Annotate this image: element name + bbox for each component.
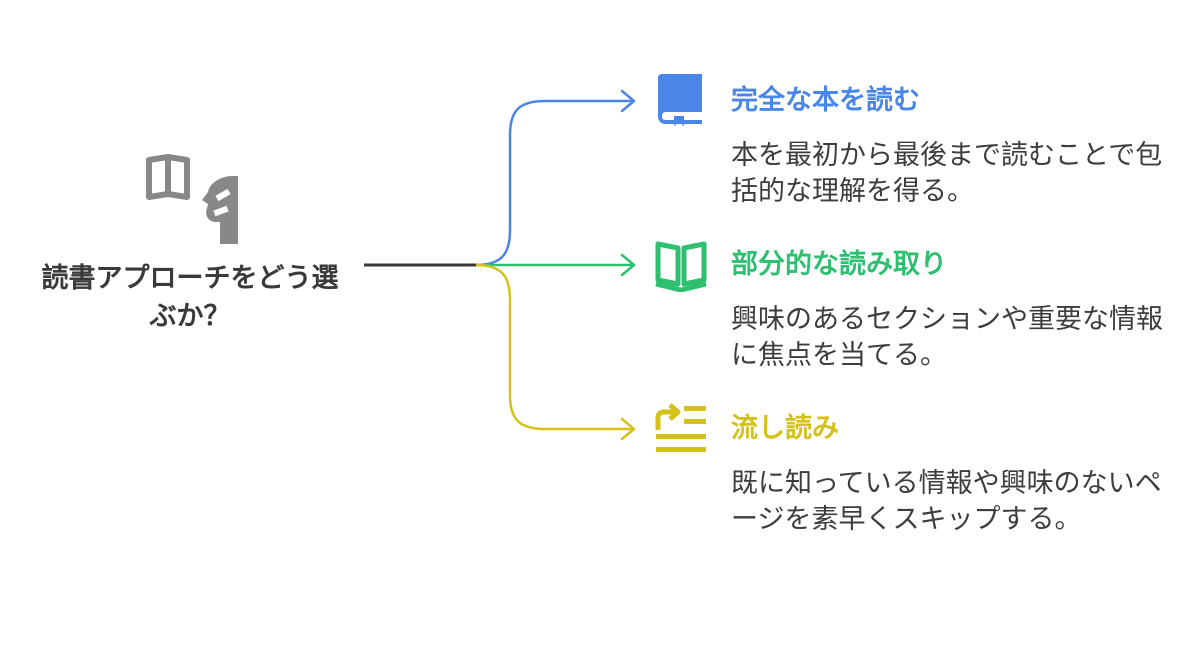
arrow-head-skimming (620, 417, 636, 441)
connector-complete-reading (475, 99, 632, 267)
closed-book-icon (658, 74, 702, 126)
arrow-head-complete-reading (620, 89, 636, 113)
book-and-head-icon (146, 154, 238, 244)
branch-desc-complete-reading: 本を最初から最後まで読むことで包括的な理解を得る。 (731, 140, 1163, 207)
arrow-head-partial-reading (620, 253, 636, 277)
branch-desc-partial-reading: 興味のあるセクションや重要な情報に焦点を当てる。 (731, 304, 1163, 371)
connector-skimming (475, 263, 632, 431)
open-book-icon (655, 241, 707, 292)
branch-title-partial-reading: 部分的な読み取り (731, 249, 947, 280)
skip-list-icon (655, 403, 706, 452)
branch-desc-skimming: 既に知っている情報や興味のないページを素早くスキップする。 (731, 468, 1162, 535)
root-title: 読書アプローチをどう選ぶか？ (41, 263, 339, 332)
branch-title-complete-reading: 完全な本を読む (731, 85, 920, 116)
branch-title-skimming: 流し読み (731, 413, 839, 444)
